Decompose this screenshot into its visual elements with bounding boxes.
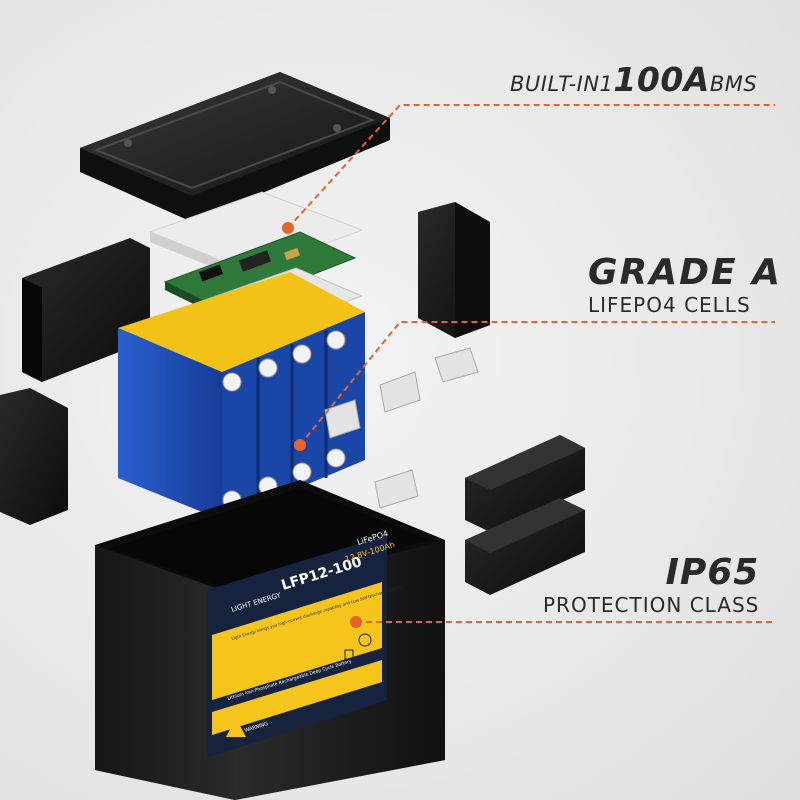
callout-cells-title: GRADE A [588,252,782,293]
callout-cells: GRADE A LIFEPO4 CELLS [588,252,782,317]
foam-pad-right-mid [465,435,585,532]
callout-dots [282,222,362,628]
warning-triangle-icon [226,718,246,737]
callout-bms-prefix: BUILT-IN1 [510,72,614,96]
bin-icon [344,649,354,660]
callout-cells-subtitle: LIFEPO4 CELLS [588,293,751,317]
foam-pad-right-top [418,202,490,338]
callout-protection: IP65 PROTECTION CLASS [543,552,759,617]
lifepo4-cell-pack [118,272,365,520]
callout-bms-value: 100A [613,60,710,99]
battery-label: LIGHT ENERGY LFP12-100 LiFePO4 12.8V-100… [207,529,404,758]
foam-pad-left-lower [0,388,68,525]
callout-protection-title: IP65 [665,552,760,593]
foam-pad-right-low [465,498,585,595]
callout-protection-subtitle: PROTECTION CLASS [543,593,760,617]
callout-bms-suffix: BMS [709,72,758,96]
callout-bms: BUILT-IN1100ABMS [510,60,757,99]
recycle-icon [358,633,372,647]
battery-lid [80,72,390,222]
callout-leaders [287,104,775,623]
